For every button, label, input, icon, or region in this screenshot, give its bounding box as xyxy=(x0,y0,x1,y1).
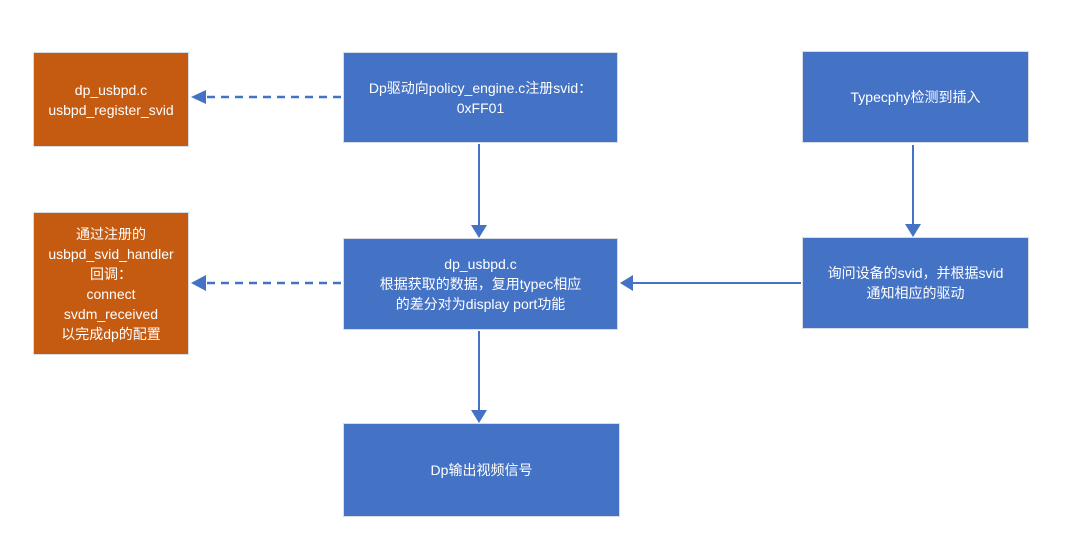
node-dp-usbpd-reuse-label: dp_usbpd.c 根据获取的数据，复用typec相应 的差分对为displa… xyxy=(379,256,582,312)
arrow-driver-to-dpusbpd xyxy=(471,144,487,238)
node-usbpd-register-svid: dp_usbpd.c usbpd_register_svid xyxy=(33,52,189,147)
node-svid-handler-callback: 通过注册的 usbpd_svid_handler 回调： connect svd… xyxy=(33,212,189,355)
node-typecphy-detect: Typecphy检测到插入 xyxy=(802,51,1029,143)
arrow-typecphy-to-query xyxy=(905,145,921,237)
node-dp-driver-register-svid-label: Dp驱动向policy_engine.c注册svid： 0xFF01 xyxy=(368,79,593,116)
node-svid-handler-callback-label: 通过注册的 usbpd_svid_handler 回调： connect svd… xyxy=(48,225,174,342)
arrow-dpusbpd-to-output xyxy=(471,331,487,423)
node-typecphy-detect-label: Typecphy检测到插入 xyxy=(850,89,981,105)
node-dp-output-video: Dp输出视频信号 xyxy=(343,423,620,517)
arrow-query-to-dpusbpd xyxy=(620,275,801,291)
node-query-svid-label: 询问设备的svid，并根据svid 通知相应的驱动 xyxy=(827,265,1004,301)
arrow-register-svid-callout xyxy=(191,90,341,104)
node-dp-output-video-label: Dp输出视频信号 xyxy=(430,462,533,478)
node-usbpd-register-svid-label: dp_usbpd.c usbpd_register_svid xyxy=(48,81,174,118)
node-query-svid: 询问设备的svid，并根据svid 通知相应的驱动 xyxy=(802,237,1029,329)
arrow-dpusbpd-to-handler-callout xyxy=(191,275,341,291)
node-dp-usbpd-reuse: dp_usbpd.c 根据获取的数据，复用typec相应 的差分对为displa… xyxy=(343,238,618,330)
node-dp-driver-register-svid: Dp驱动向policy_engine.c注册svid： 0xFF01 xyxy=(343,52,618,143)
